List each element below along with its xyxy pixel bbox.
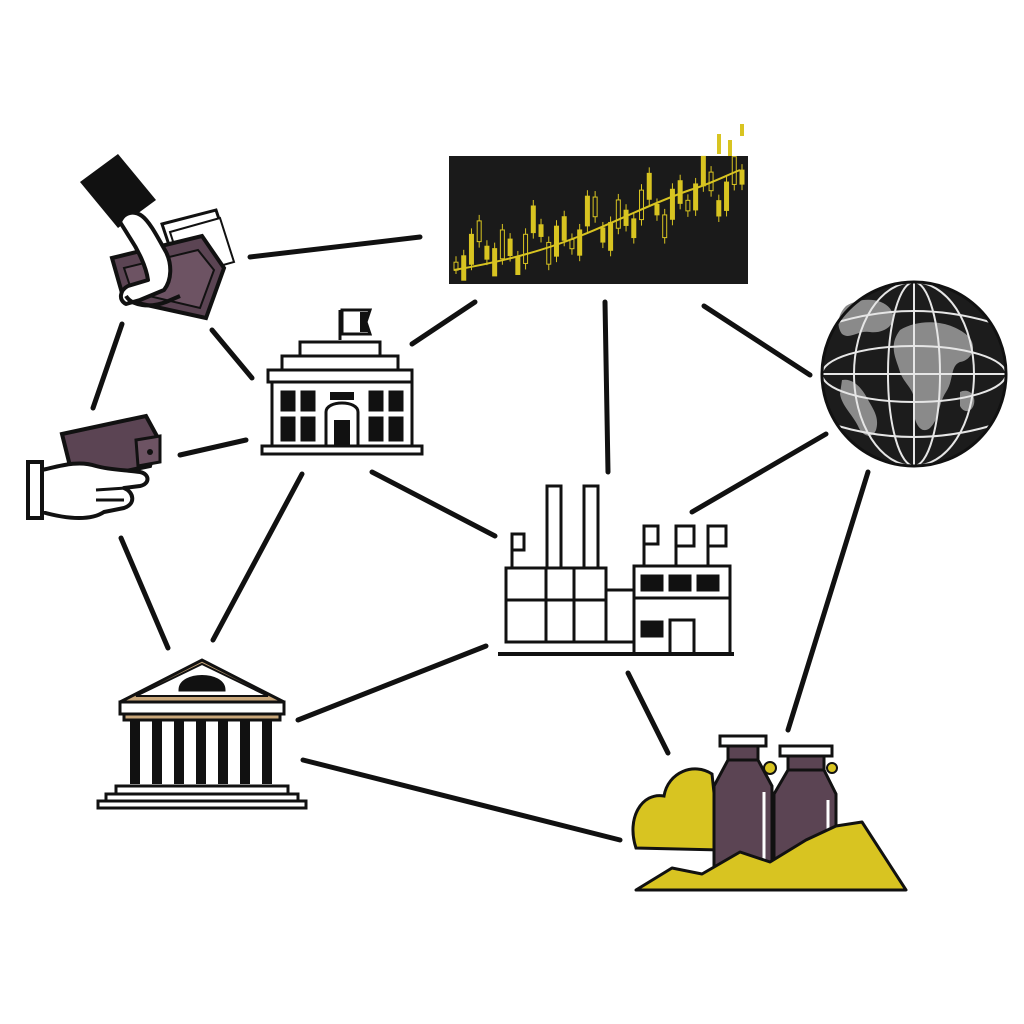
candle-body	[546, 241, 552, 265]
candle-body	[631, 218, 637, 239]
candle-body	[639, 189, 645, 221]
edge-stock-chart-government-building	[409, 299, 478, 347]
hand-holding-wallet-icon	[80, 154, 236, 321]
candle-body	[569, 238, 575, 250]
bank-columns-icon	[96, 658, 308, 810]
candle-body	[476, 220, 482, 243]
candle-body	[584, 195, 590, 227]
candle-body	[499, 229, 505, 260]
candle-body	[731, 156, 737, 185]
edge-factory-commodity-bottles	[625, 670, 671, 756]
candle-body	[608, 221, 614, 251]
candle-body	[577, 229, 583, 256]
candle-body	[615, 199, 621, 229]
bottles-and-hills-icon	[631, 734, 908, 892]
candle-body	[685, 199, 691, 212]
edge-globe-factory	[689, 431, 829, 515]
candle-body	[724, 181, 730, 211]
hand-with-wallet-icon	[26, 413, 162, 520]
edge-bank-commodity-bottles	[300, 757, 623, 843]
candle-body	[484, 245, 490, 260]
factory-icon	[498, 484, 734, 656]
edge-factory-bank	[295, 643, 489, 723]
candle-body	[592, 196, 598, 218]
edge-payment-hand-stock-chart	[247, 234, 423, 260]
candle-body	[468, 233, 474, 265]
capitol-building-icon	[260, 308, 424, 456]
edge-stock-chart-globe	[701, 303, 813, 378]
candle-body	[538, 224, 544, 237]
edge-wallet-hand-government-building	[177, 437, 249, 458]
candle-body	[507, 238, 513, 257]
edge-payment-hand-government-building	[209, 327, 255, 381]
candle-body	[515, 256, 521, 275]
candle-body	[523, 233, 529, 264]
candle-body	[654, 203, 660, 216]
edge-stock-chart-factory	[602, 299, 611, 475]
edge-payment-hand-wallet-hand	[90, 321, 125, 411]
candle-body	[600, 227, 606, 243]
candle-body	[700, 155, 706, 187]
candle-body	[662, 214, 668, 239]
edge-government-building-bank	[210, 471, 305, 643]
candle-body	[669, 188, 675, 220]
edge-wallet-hand-bank	[118, 535, 171, 651]
candlestick-chart-icon	[449, 124, 748, 284]
candle-body	[553, 225, 559, 257]
candle-body	[739, 169, 745, 185]
globe-icon	[820, 280, 1008, 468]
edge-layer	[90, 234, 871, 843]
candle-body	[530, 205, 536, 234]
edge-government-building-factory	[369, 469, 498, 539]
candle-body	[561, 216, 567, 241]
candle-body	[646, 172, 652, 200]
edge-globe-commodity-bottles	[785, 469, 871, 733]
candle-body	[716, 200, 722, 217]
candle-body	[693, 183, 699, 211]
